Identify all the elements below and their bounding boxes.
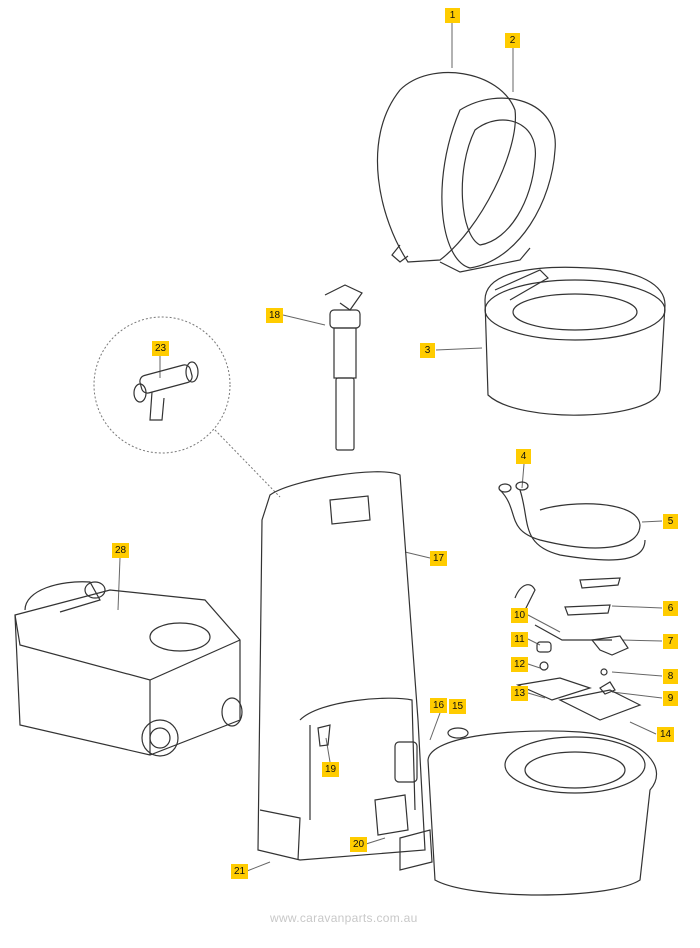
part-2-seat [439, 97, 556, 273]
part-5-hose [498, 481, 646, 561]
part-28-waste-tank [14, 581, 243, 757]
callout-label-8: 8 [663, 669, 678, 684]
part-3-bowl [484, 266, 666, 416]
callout-label-19: 19 [322, 762, 339, 777]
part-23-valve [133, 361, 199, 421]
callout-label-2: 2 [505, 33, 520, 48]
part-19-screw [317, 724, 331, 747]
callout-label-12: 12 [511, 657, 528, 672]
callout-label-21: 21 [231, 864, 248, 879]
callout-label-20: 20 [350, 837, 367, 852]
watermark: www.caravanparts.com.au [270, 911, 418, 925]
callout-label-1: 1 [445, 8, 460, 23]
callout-label-16: 16 [430, 698, 447, 713]
callout-label-28: 28 [112, 543, 129, 558]
callout-label-9: 9 [663, 691, 678, 706]
callout-label-15: 15 [449, 699, 466, 714]
callout-label-13: 13 [511, 686, 528, 701]
part-20-bracket [374, 794, 409, 836]
callout-label-17: 17 [430, 551, 447, 566]
leader-lines [117, 23, 663, 872]
small-parts [514, 577, 642, 721]
callout-label-7: 7 [663, 634, 678, 649]
part-16-latch [394, 741, 418, 783]
part-15-washer [447, 727, 469, 739]
part-1-lid [376, 71, 516, 263]
part-17-cover [257, 471, 426, 861]
callout-label-14: 14 [657, 727, 674, 742]
callout-label-11: 11 [511, 632, 528, 647]
toilet-base [399, 730, 658, 896]
part-18-pump [324, 284, 363, 451]
callout-label-18: 18 [266, 308, 283, 323]
callout-label-23: 23 [152, 341, 169, 356]
callout-label-3: 3 [420, 343, 435, 358]
callout-label-10: 10 [511, 608, 528, 623]
callout-label-6: 6 [663, 601, 678, 616]
callout-label-5: 5 [663, 514, 678, 529]
callout-label-4: 4 [516, 449, 531, 464]
